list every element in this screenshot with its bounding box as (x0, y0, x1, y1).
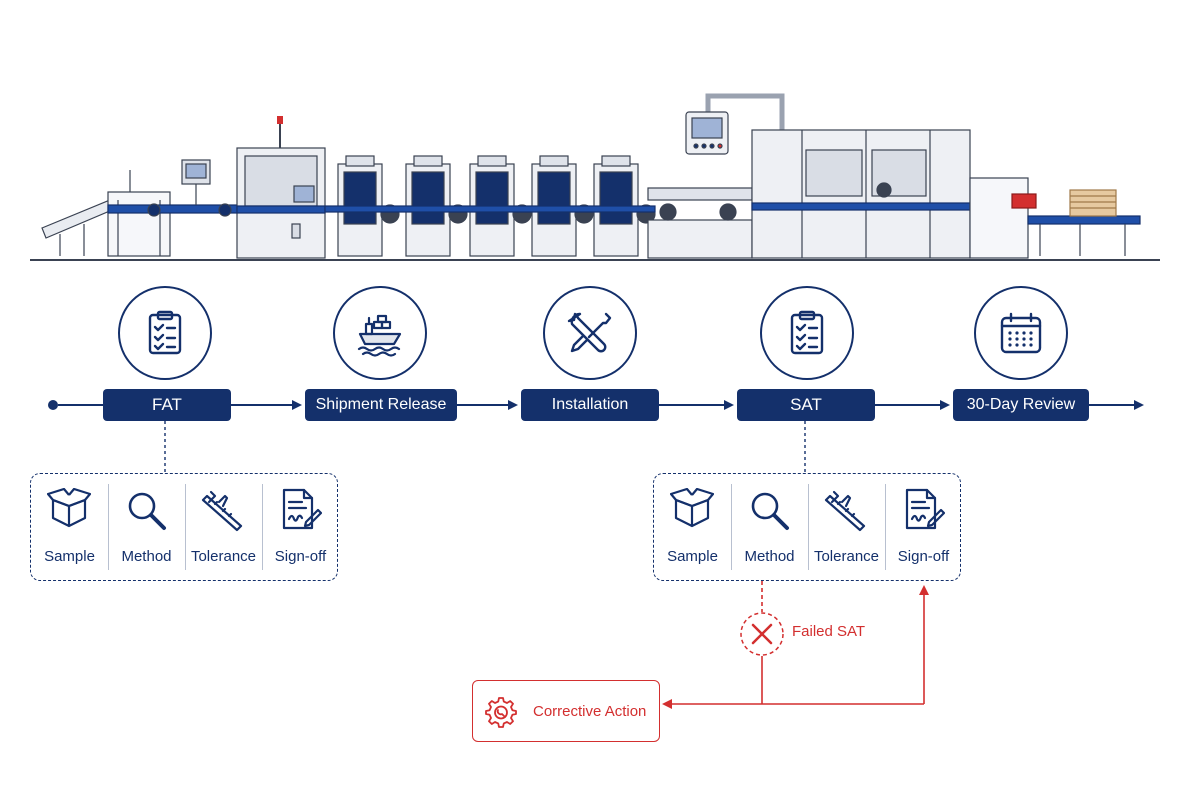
failed-sat-label: Failed SAT (792, 623, 866, 640)
sat-criteria-box: Sample Method Tolerance Sign-off (653, 473, 961, 581)
failure-loop (662, 581, 929, 709)
sat-icon-circle (760, 286, 854, 380)
caliper-icon (824, 490, 866, 532)
installation-icon-circle (543, 286, 637, 380)
criterion-label: Method (744, 548, 795, 565)
magnifier-icon (751, 492, 789, 530)
criterion-label: Sample (667, 548, 718, 565)
caliper-icon (201, 490, 243, 532)
criterion-sign-off: Sign-off (885, 484, 962, 572)
criterion-label: Tolerance (813, 548, 880, 565)
clipboard-checklist-icon (148, 310, 182, 355)
feeder-unit (236, 116, 326, 259)
folder-gluer-unit (751, 129, 971, 259)
criterion-sample: Sample (31, 484, 108, 572)
process-flow-line (48, 400, 1144, 410)
gear-wrench-icon (485, 697, 517, 728)
box-icon (47, 488, 91, 528)
fat-icon-circle (118, 286, 212, 380)
criterion-label: Method (121, 548, 172, 565)
criterion-label: Sample (44, 548, 95, 565)
magnifier-icon (128, 492, 166, 530)
criteria-divider (808, 484, 809, 570)
criterion-sign-off: Sign-off (262, 484, 339, 572)
criterion-label: Tolerance (190, 548, 257, 565)
criteria-divider (185, 484, 186, 570)
corrective-action-label: Corrective Action (533, 703, 647, 720)
stage-installation: Installation (521, 389, 659, 421)
criterion-sample: Sample (654, 484, 731, 572)
shipment-icon-circle (333, 286, 427, 380)
signed-document-icon (282, 488, 322, 530)
stage-fat: FAT (103, 389, 231, 421)
stage-30-day-review: 30-Day Review (953, 389, 1089, 421)
box-icon (670, 488, 714, 528)
clipboard-checklist-icon (790, 310, 824, 355)
fat-criteria-box: Sample Method Tolerance Sign-off (30, 473, 338, 581)
calendar-icon (1000, 312, 1042, 354)
review-icon-circle (974, 286, 1068, 380)
wrench-screwdriver-icon (567, 312, 612, 353)
criterion-label: Sign-off (274, 548, 327, 565)
infeed-conveyor (41, 159, 239, 257)
print-units (324, 155, 656, 257)
criterion-method: Method (108, 484, 185, 572)
criterion-tolerance: Tolerance (185, 484, 262, 572)
x-circle-icon (740, 612, 784, 656)
criteria-divider (731, 484, 732, 570)
criteria-divider (885, 484, 886, 570)
criterion-label: Sign-off (897, 548, 950, 565)
stage-sat: SAT (737, 389, 875, 421)
corrective-action-box: Corrective Action (472, 680, 660, 742)
criteria-divider (108, 484, 109, 570)
production-line-illustration (30, 93, 1160, 261)
signed-document-icon (905, 488, 945, 530)
stage-shipment-release: Shipment Release (305, 389, 457, 421)
cargo-ship-icon (357, 314, 402, 357)
criteria-divider (262, 484, 263, 570)
outfeed-conveyor (969, 177, 1141, 259)
criterion-tolerance: Tolerance (808, 484, 885, 572)
criterion-method: Method (731, 484, 808, 572)
